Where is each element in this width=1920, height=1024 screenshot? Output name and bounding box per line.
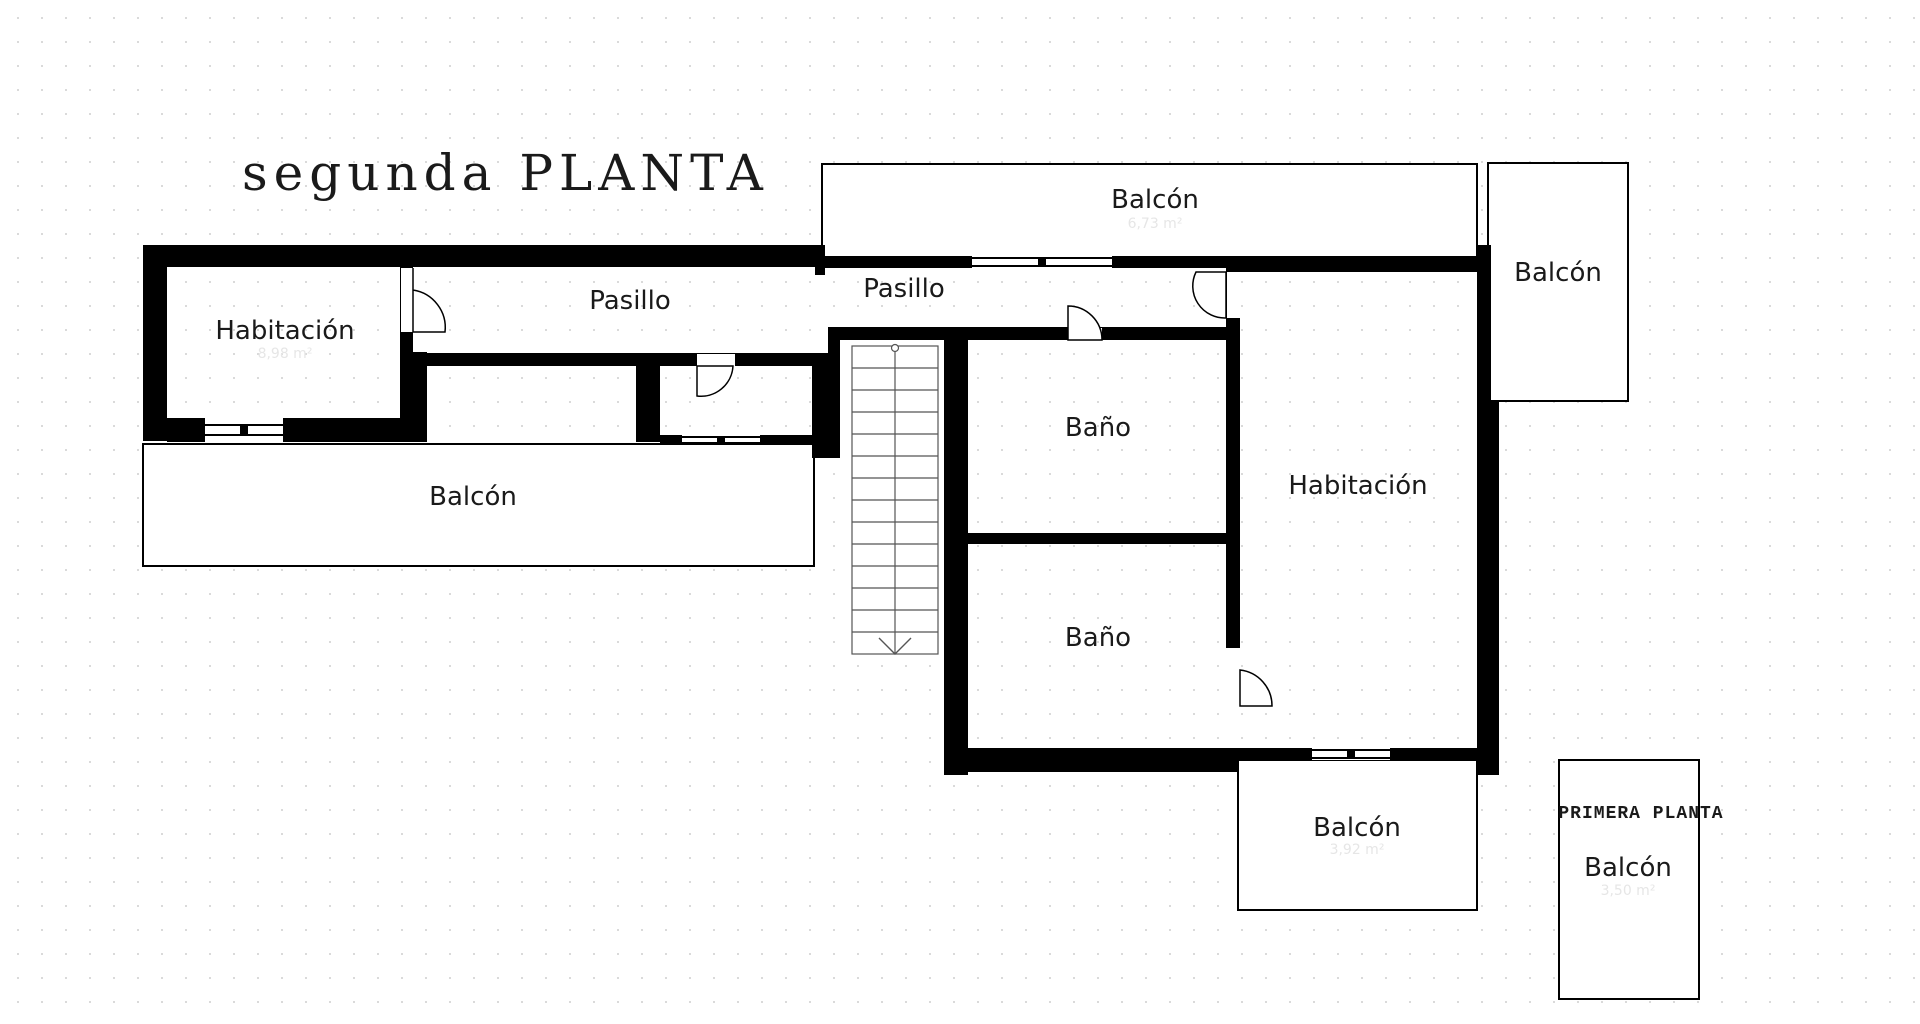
- door-bano-lower: [1239, 669, 1273, 707]
- label-habitacion-left: Habitación: [215, 316, 354, 346]
- windows: [205, 256, 1390, 760]
- window-small-room: [682, 435, 760, 444]
- label-pasillo-left: Pasillo: [589, 286, 671, 316]
- window-habitacion-right: [1312, 748, 1390, 760]
- label-bano-lower: Baño: [1065, 623, 1131, 653]
- label-balcon-left: Balcón: [429, 482, 517, 512]
- label-balcon-top: Balcón: [1111, 185, 1199, 215]
- door-small-room: [696, 365, 734, 398]
- balcon-left-area: [142, 443, 815, 567]
- area-balcon-bottom: 3,92 m²: [1330, 842, 1385, 858]
- door-habitacion-left: [412, 268, 447, 333]
- window-pasillo-right: [972, 256, 1112, 268]
- staircase: [851, 343, 939, 655]
- door-bano-upper: [1067, 305, 1103, 341]
- label-bano-upper: Baño: [1065, 413, 1131, 443]
- title-segunda-planta: segunda PLANTA: [242, 144, 769, 202]
- balcon-top-area: [821, 163, 1478, 264]
- area-balcon-top: 6,73 m²: [1128, 216, 1183, 232]
- door-swings: [412, 268, 1273, 707]
- window-habitacion-left: [205, 418, 283, 442]
- label-pasillo-right: Pasillo: [863, 274, 945, 304]
- label-balcon-top-right: Balcón: [1514, 258, 1602, 288]
- label-balcon-bottom: Balcón: [1313, 813, 1401, 843]
- label-balcon-primera: Balcón: [1584, 853, 1672, 883]
- balcon-primera-area: [1558, 759, 1700, 1000]
- room-labels: Habitación 8,98 m² Pasillo Pasillo Balcó…: [215, 185, 1723, 899]
- area-balcon-primera: 3,50 m²: [1601, 883, 1656, 899]
- balcon-bottom-area: [1237, 759, 1478, 911]
- balcon-top-right-area: [1487, 162, 1629, 402]
- area-habitacion-left: 8,98 m²: [258, 346, 313, 362]
- door-habitacion-right: [1192, 271, 1227, 319]
- label-habitacion-right: Habitación: [1288, 471, 1427, 501]
- title-primera-planta: PRIMERA PLANTA: [1558, 804, 1723, 824]
